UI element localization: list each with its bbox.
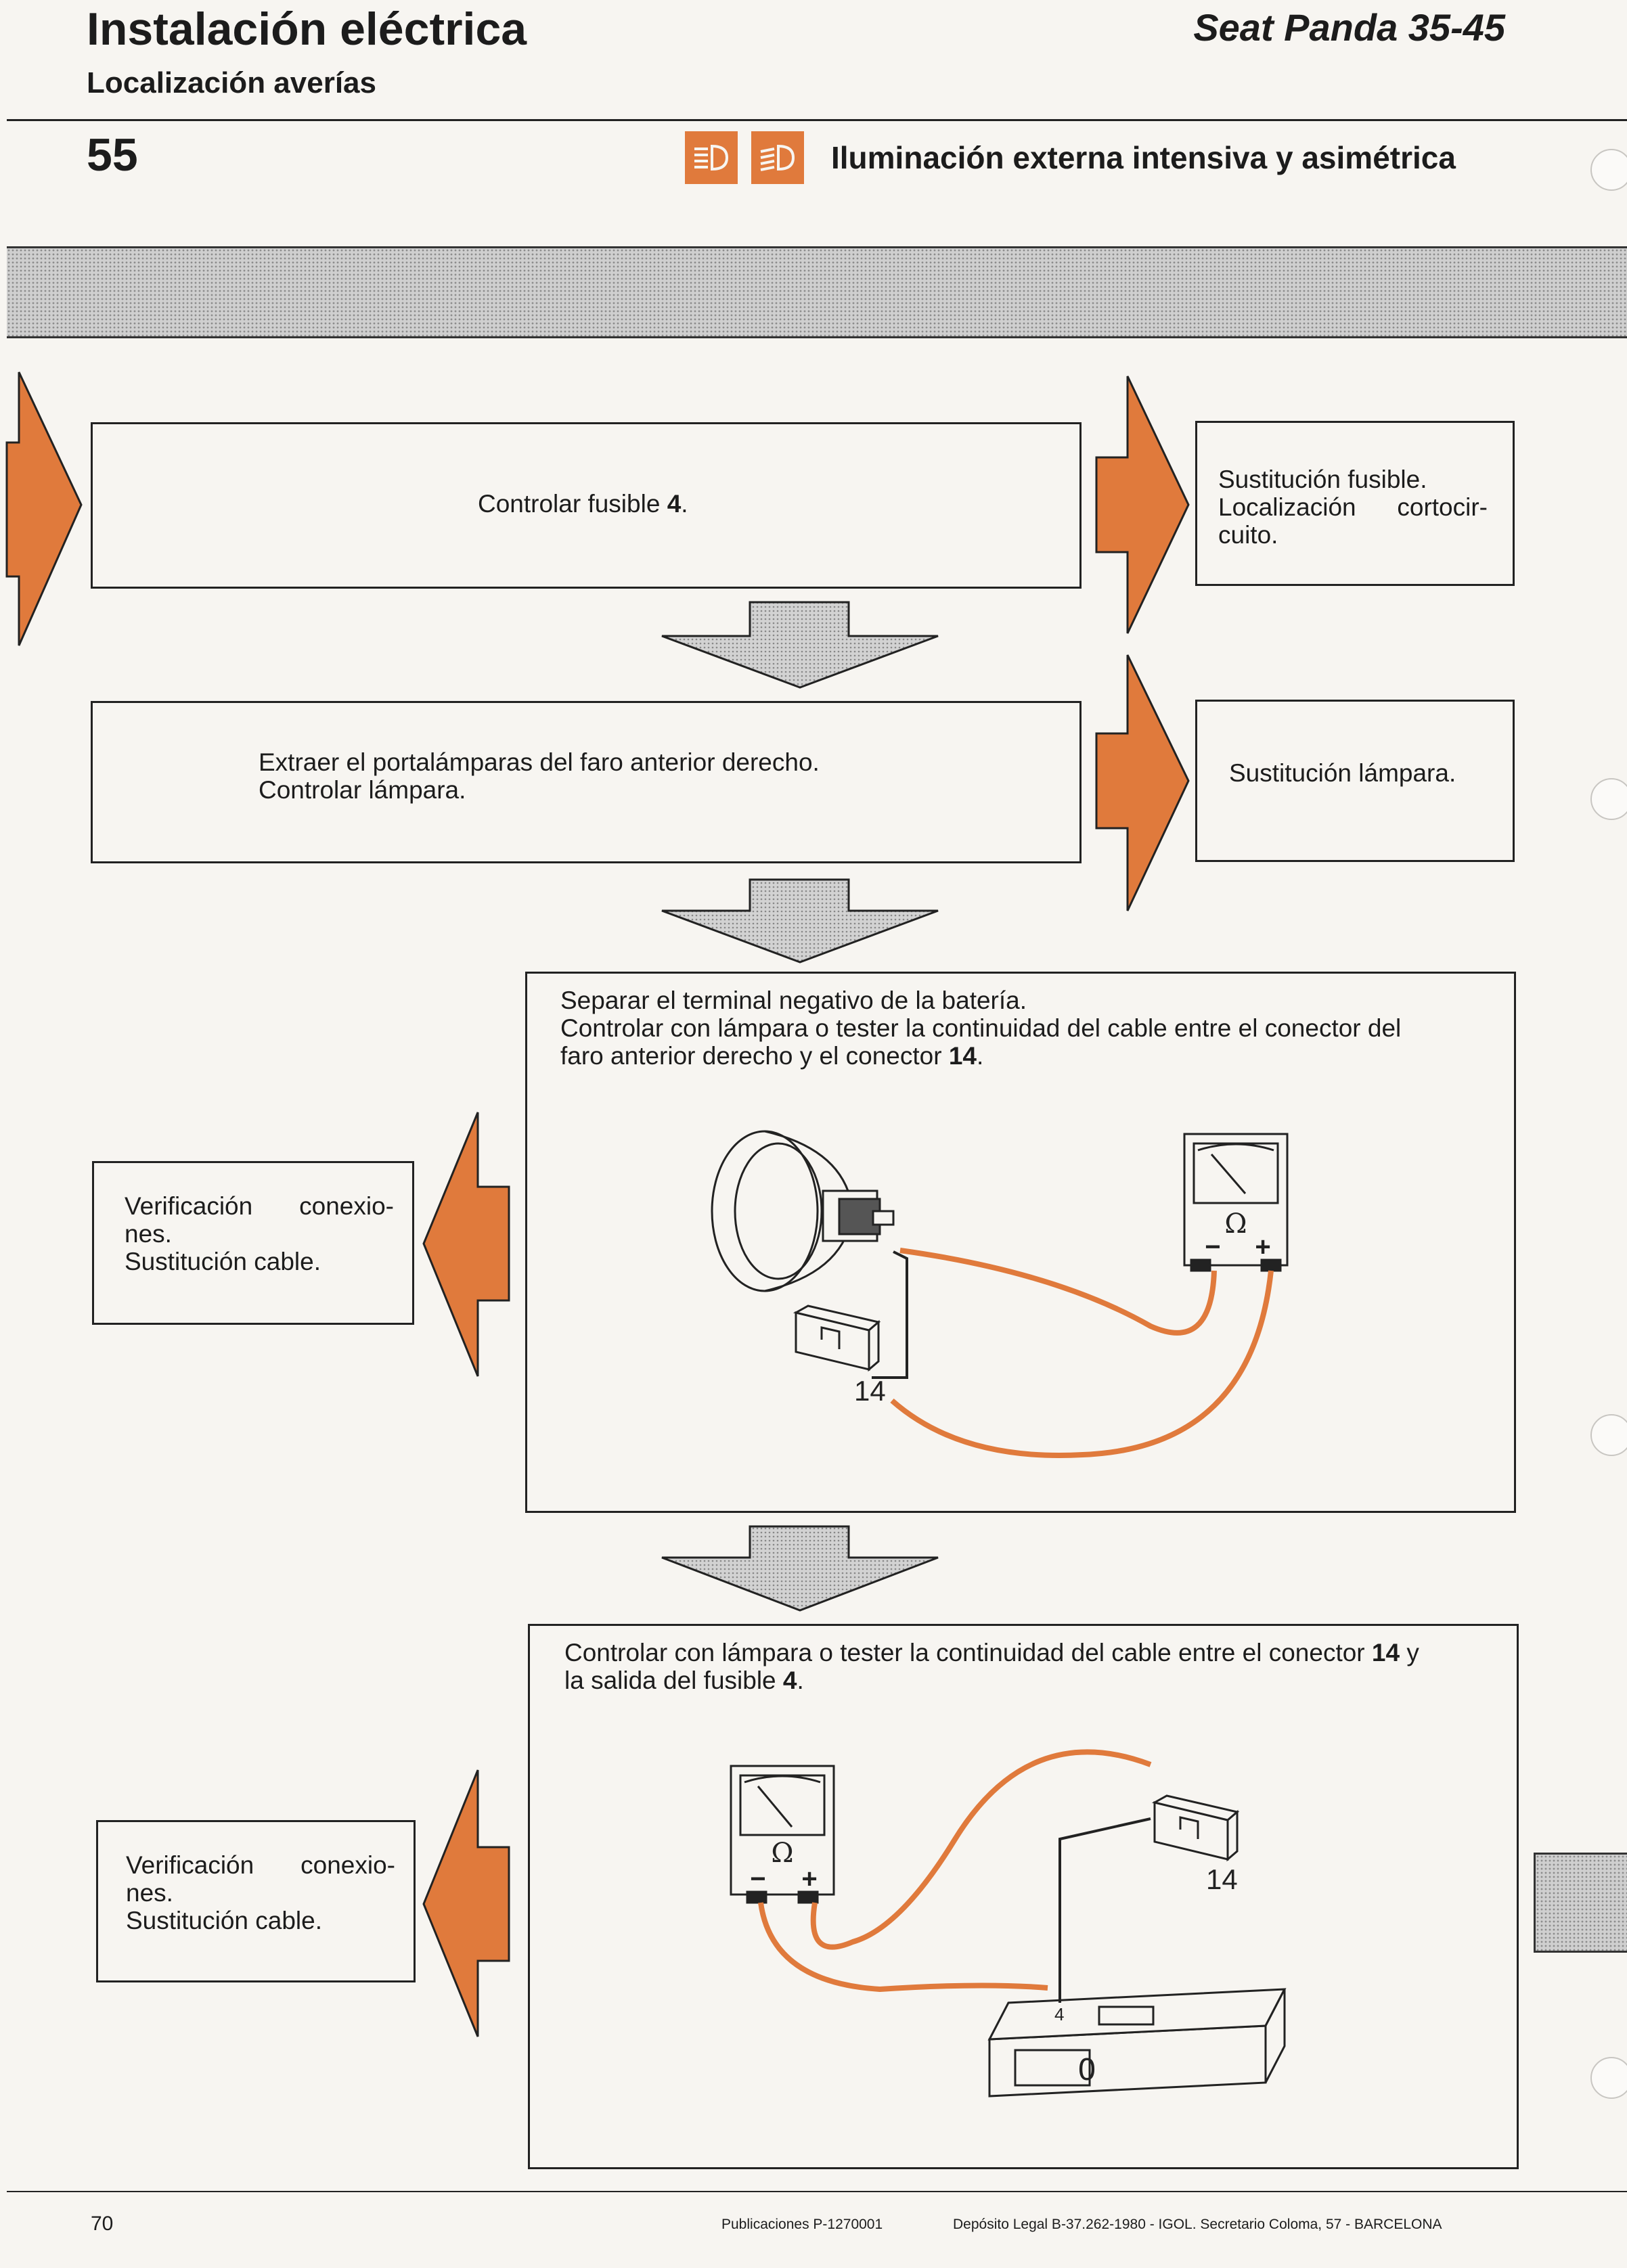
- svg-text:+: +: [1255, 1232, 1270, 1262]
- connector-14-label-2: 14: [1206, 1863, 1238, 1895]
- ohmmeter-icon: [730, 1765, 835, 1904]
- step-2-box: [91, 701, 1082, 863]
- connector-14-icon: [1151, 1794, 1240, 1862]
- ohm-symbol: Ω: [1224, 1208, 1247, 1240]
- svg-text:+: +: [801, 1864, 817, 1894]
- down-arrow-1: [661, 601, 939, 689]
- arrow-to-result-1: [1095, 376, 1190, 634]
- low-beam-icon: [751, 131, 804, 184]
- step-2-result-text: Sustitución lámpara.: [1229, 759, 1456, 787]
- entry-arrow: [5, 371, 83, 646]
- step-4-box: [528, 1624, 1519, 2169]
- ohmmeter-icon: [1183, 1133, 1289, 1272]
- step-4-text: Controlar con lámpara o tester la contin…: [564, 1639, 1419, 1694]
- svg-text:−: −: [1205, 1232, 1220, 1262]
- section-number: 55: [87, 129, 138, 181]
- arrow-to-result-4: [422, 1769, 510, 2037]
- binder-hole: [1590, 1414, 1627, 1456]
- step-1-box: [91, 422, 1082, 589]
- fuse-box-icon: [987, 1988, 1287, 2097]
- step-1-result-box: [1195, 421, 1515, 586]
- arrow-to-result-2: [1095, 654, 1190, 911]
- down-arrow-3: [661, 1525, 939, 1612]
- fuse-4-label: 4: [1054, 2004, 1064, 2024]
- ohm-symbol: Ω: [771, 1838, 793, 1869]
- step-4-result-text: Verificación conexio- nes. Sustitución c…: [126, 1851, 395, 1934]
- footer-legal: Depósito Legal B-37.262-1980 - IGOL. Sec…: [953, 2217, 1442, 2232]
- screened-band: [7, 246, 1627, 338]
- step-2-result-box: [1195, 700, 1515, 862]
- header-rule: [7, 119, 1627, 121]
- page-number: 70: [91, 2213, 114, 2235]
- footer-rule: [7, 2191, 1627, 2192]
- document-subtitle: Localización averías: [87, 66, 376, 99]
- vehicle-model: Seat Panda 35-45: [1193, 6, 1505, 49]
- step-3-text: Separar el terminal negativo de la bater…: [560, 986, 1402, 1070]
- step-3-result-text: Verificación conexio- nes. Sustitución c…: [125, 1192, 394, 1275]
- footer-publication: Publicaciones P-1270001: [721, 2217, 883, 2232]
- connector-14-icon: [793, 1305, 881, 1372]
- headlamp-diagram: [711, 1130, 895, 1292]
- step-3-result-box: [92, 1161, 414, 1325]
- section-title: Iluminación externa intensiva y asimétri…: [831, 140, 1456, 175]
- binder-hole: [1590, 778, 1627, 820]
- step-1-result-text: Sustitución fusible. Localización cortoc…: [1218, 466, 1488, 549]
- arrow-to-result-3: [422, 1112, 510, 1377]
- down-arrow-2: [661, 878, 939, 963]
- document-title: Instalación eléctrica: [87, 3, 527, 55]
- page-edge-tab: [1534, 1853, 1627, 1953]
- fuse-slot-label: 0: [1077, 2053, 1096, 2087]
- high-beam-icon: [685, 131, 738, 184]
- step-1-text: Controlar fusible 4.: [478, 490, 688, 518]
- binder-hole: [1590, 149, 1627, 191]
- svg-text:−: −: [750, 1864, 765, 1894]
- step-4-result-box: [96, 1820, 416, 1982]
- binder-hole: [1590, 2057, 1627, 2099]
- connector-14-label: 14: [854, 1375, 886, 1407]
- step-2-text: Extraer el portalámparas del faro anteri…: [259, 748, 820, 804]
- step-3-box: [525, 972, 1516, 1513]
